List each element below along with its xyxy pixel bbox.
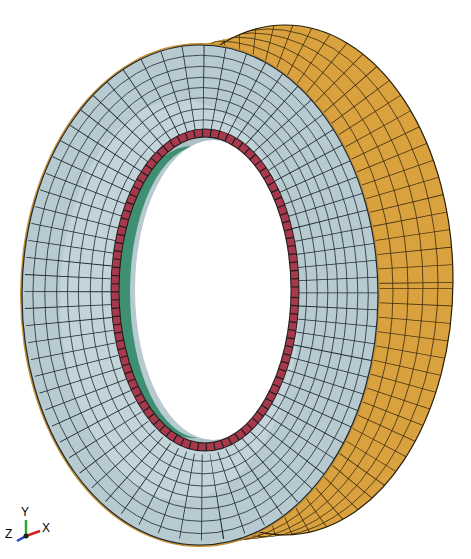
sidewall bbox=[20, 43, 380, 547]
axis-triad bbox=[17, 520, 40, 541]
axis-label: Z bbox=[5, 528, 12, 540]
rim bbox=[115, 133, 295, 447]
axis-label: X bbox=[42, 522, 50, 534]
axis-label: Y bbox=[21, 506, 29, 518]
